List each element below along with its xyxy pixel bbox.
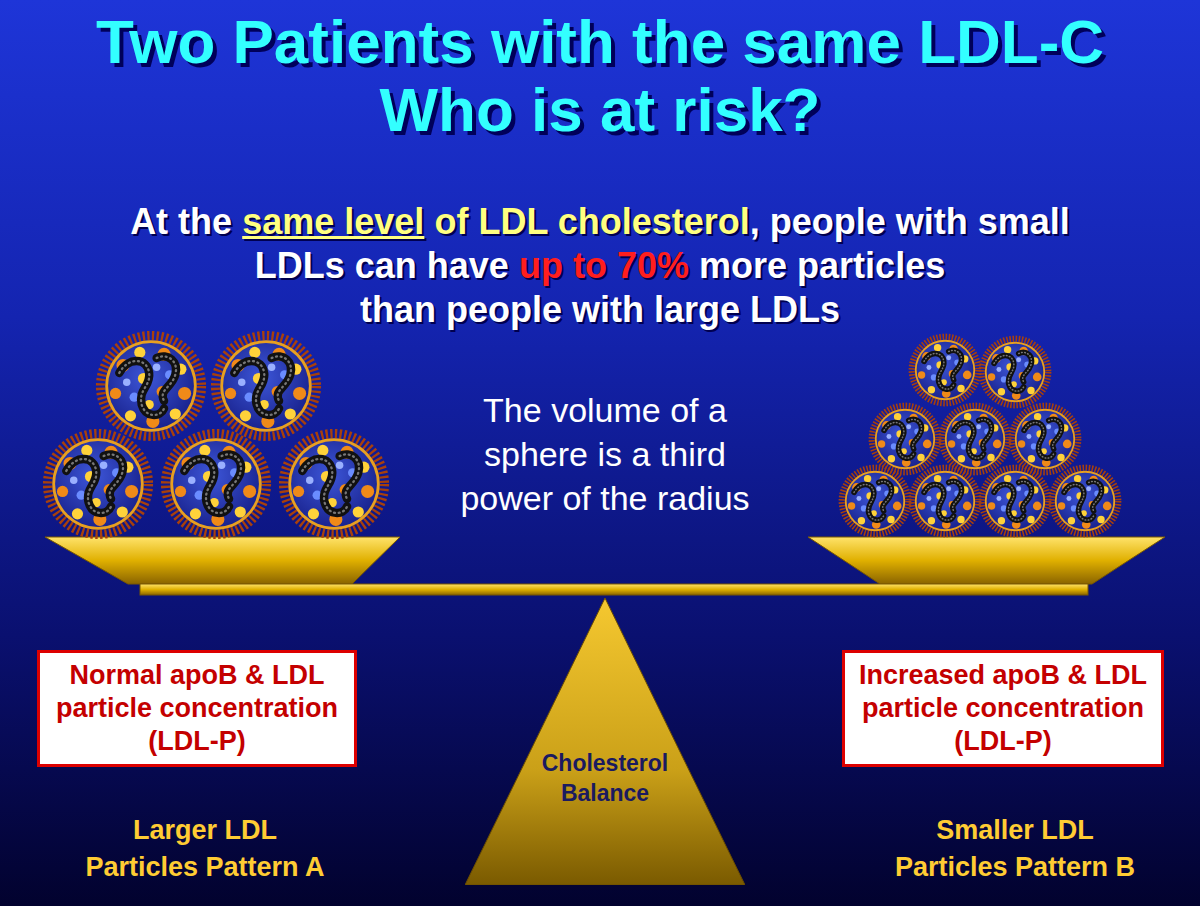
fulcrum-label: Cholesterol Balance (525, 748, 685, 808)
increased-ldl-box: Increased apoB & LDL particle concentrat… (842, 650, 1164, 767)
small-ldl-particle (912, 337, 979, 404)
balance-beam (140, 584, 1088, 595)
small-ldl-particle (1052, 468, 1119, 535)
small-ldl-particle (872, 406, 939, 473)
subtitle-phrase: up to 70% (519, 245, 689, 286)
slide-title: Two Patients with the same LDL-C Who is … (70, 8, 1130, 144)
large-ldl-particle (216, 336, 317, 437)
subtitle-phrase: than people with large LDLs (360, 289, 840, 330)
note-text: The volume of a sphere is a third power … (445, 388, 765, 520)
box-label: Normal apoB & LDL particle concentration… (48, 659, 346, 758)
subtitle-line: At thesame levelof LDL cholesterol, peop… (0, 200, 1200, 244)
subtitle-phrase: At the (130, 201, 232, 242)
small-ldl-particle (982, 468, 1049, 535)
pattern-caption: Larger LDL Particles Pattern A (79, 812, 331, 886)
large-ldl-particles (48, 336, 385, 535)
subtitle-phrase: same level (242, 201, 424, 242)
small-ldl-particle (982, 339, 1049, 406)
pattern-caption: Smaller LDL Particles Pattern B (889, 812, 1141, 886)
balance-fulcrum: Cholesterol Balance (465, 598, 745, 885)
sphere-note: The volume of a sphere is a third power … (445, 388, 765, 520)
pattern-label: Larger LDL Particles Pattern A (79, 812, 331, 886)
fulcrum-triangle (465, 598, 745, 885)
box-label: Increased apoB & LDL particle concentrat… (853, 659, 1153, 758)
pattern-label: Smaller LDL Particles Pattern B (889, 812, 1141, 886)
small-ldl-particles (842, 337, 1119, 535)
large-ldl-particle (48, 434, 149, 535)
large-ldl-particle (166, 434, 267, 535)
subtitle-phrase: of LDL cholesterol (434, 201, 749, 242)
right-pan (808, 537, 1165, 584)
large-ldl-particle (284, 434, 385, 535)
fulcrum-shape (465, 598, 745, 885)
small-ldl-particle (942, 406, 1009, 473)
small-ldl-particle (1012, 406, 1079, 473)
subtitle-line: than people with large LDLs (0, 288, 1200, 332)
subtitle-phrase: LDLs can have (255, 245, 509, 286)
subtitle-block: At thesame levelof LDL cholesterol, peop… (0, 200, 1200, 332)
subtitle-phrase: , people with small (750, 201, 1070, 242)
large-ldl-particle (101, 336, 202, 437)
small-ldl-particle (842, 468, 909, 535)
small-ldl-particle (912, 468, 979, 535)
left-pan (45, 537, 400, 584)
subtitle-line: LDLs can haveup to 70%more particles (0, 244, 1200, 288)
subtitle-phrase: more particles (699, 245, 945, 286)
normal-ldl-box: Normal apoB & LDL particle concentration… (37, 650, 357, 767)
